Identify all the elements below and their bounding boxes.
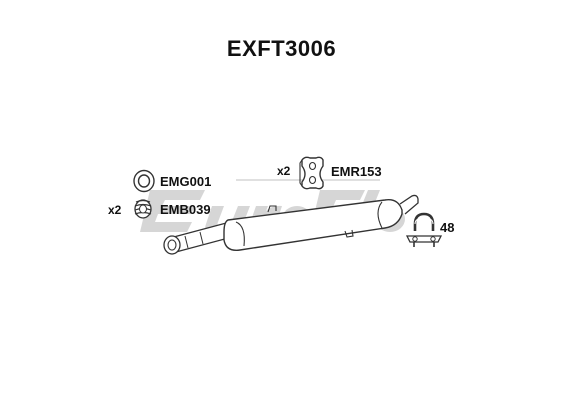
- u-clamp-icon: [405, 212, 443, 247]
- muffler-assembly: [163, 194, 419, 255]
- rubber-mount-label: EMR153: [331, 164, 382, 179]
- watermark-letter-e: [140, 190, 205, 232]
- bolt-label: EMB039: [160, 202, 211, 217]
- part-number-title: EXFT3006: [226, 36, 337, 61]
- gasket-label: EMG001: [160, 174, 212, 189]
- bolt-quantity: x2: [108, 203, 122, 217]
- clamp-label: 48: [440, 220, 455, 235]
- rubber-mount-icon: [299, 156, 324, 190]
- rubber-mount-quantity: x2: [277, 164, 291, 178]
- gasket-icon: [133, 169, 155, 193]
- spring-bolt-icon: [134, 199, 152, 219]
